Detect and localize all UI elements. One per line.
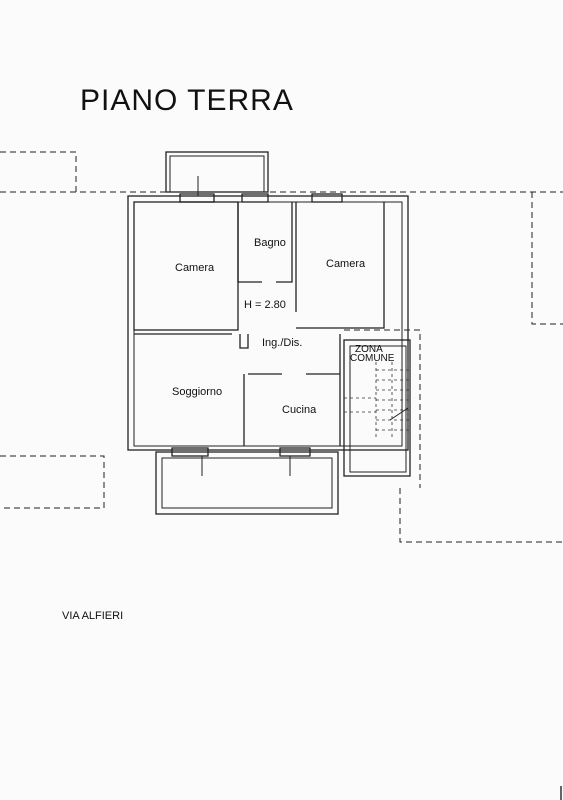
room-label-bagno: Bagno bbox=[254, 237, 286, 249]
common-area-label-line1: ZONA bbox=[355, 344, 383, 355]
windows-top bbox=[179, 193, 343, 203]
interior-walls bbox=[133, 201, 385, 446]
top-balcony bbox=[165, 151, 269, 196]
street-label: VIA ALFIERI bbox=[62, 610, 123, 622]
room-label-ingresso: Ing./Dis. bbox=[262, 337, 302, 349]
neighbour-boundaries bbox=[0, 151, 563, 543]
room-label-soggiorno: Soggiorno bbox=[172, 386, 222, 398]
page-title: PIANO TERRA bbox=[80, 84, 294, 117]
bottom-balcony bbox=[155, 447, 339, 515]
outer-walls bbox=[127, 195, 409, 451]
room-label-camera-left: Camera bbox=[175, 262, 215, 274]
common-area-label-line2: COMUNE bbox=[350, 353, 395, 364]
room-label-cucina: Cucina bbox=[282, 404, 317, 416]
stair-block bbox=[343, 339, 411, 477]
room-label-camera-right: Camera bbox=[326, 258, 366, 270]
ceiling-height-label: H = 2.80 bbox=[244, 299, 286, 311]
